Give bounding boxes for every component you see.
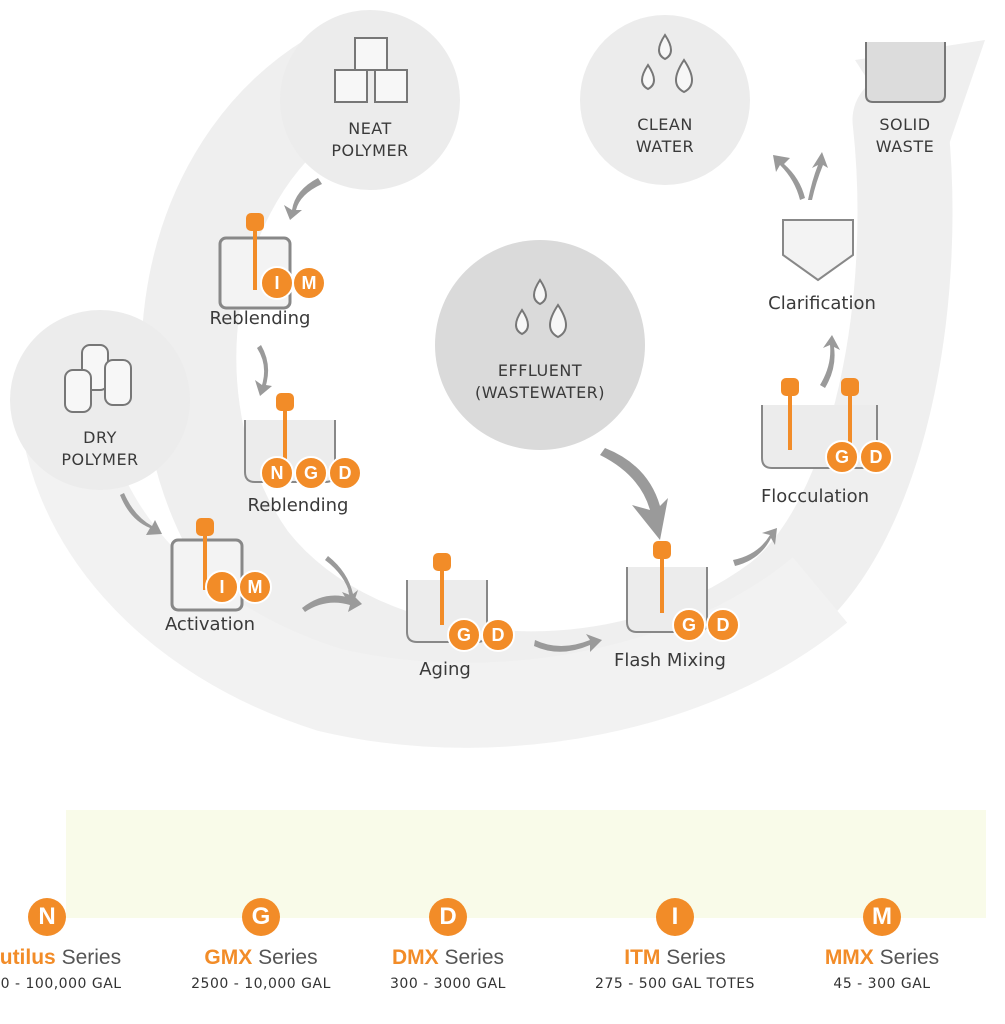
legend-item-itm: I ITM Series 275 - 500 GAL TOTES bbox=[580, 898, 770, 992]
badge-M: M bbox=[292, 266, 326, 300]
legend-item-nautilus: N Nautilus Series 2500 - 100,000 GAL bbox=[0, 898, 142, 992]
legend-series-name: Nautilus bbox=[0, 946, 56, 969]
flow-band-lower bbox=[17, 378, 848, 748]
arrow-dry-to-activation bbox=[120, 493, 162, 535]
arrow-reblend-to-aging bbox=[325, 556, 358, 608]
legend-range: 275 - 500 GAL TOTES bbox=[595, 976, 755, 992]
legend-badge: G bbox=[242, 898, 280, 936]
legend-band bbox=[66, 810, 986, 918]
arrow-effluent-to-flash bbox=[600, 448, 668, 540]
badge-G: G bbox=[447, 618, 481, 652]
solid-waste-label: SOLID WASTE bbox=[855, 114, 955, 158]
badge-I: I bbox=[205, 570, 239, 604]
reblending-tank-label: Reblending bbox=[247, 495, 349, 516]
effluent-bubble bbox=[435, 240, 645, 450]
solid-waste-icon bbox=[865, 42, 946, 103]
badge-D: D bbox=[481, 618, 515, 652]
neat-polymer-line1: NEAT bbox=[348, 119, 392, 138]
legend-series-suffix: Series bbox=[873, 946, 940, 969]
badge-N: N bbox=[260, 456, 294, 490]
legend-badge: I bbox=[656, 898, 694, 936]
legend-series-suffix: Series bbox=[252, 946, 318, 969]
aging-label: Aging bbox=[419, 659, 471, 680]
legend-badge: D bbox=[429, 898, 467, 936]
neat-polymer-bubble bbox=[280, 10, 460, 190]
effluent-line2: (WASTEWATER) bbox=[474, 383, 606, 402]
badge-G: G bbox=[294, 456, 328, 490]
dry-polymer-line1: DRY bbox=[83, 428, 117, 447]
legend-badge: M bbox=[863, 898, 901, 936]
arrow-flash-to-floc bbox=[733, 528, 777, 566]
flash-mixing-label: Flash Mixing bbox=[614, 650, 726, 671]
cylinder-icon bbox=[64, 344, 132, 413]
process-flow-diagram bbox=[10, 10, 985, 748]
legend-item-mmx: M MMX Series 45 - 300 GAL bbox=[787, 898, 977, 992]
arrow-clar-split bbox=[773, 152, 828, 200]
flow-arrows bbox=[120, 152, 840, 652]
arrow-aging-to-flash bbox=[534, 634, 602, 652]
legend-name: DMX Series bbox=[353, 946, 543, 970]
dry-polymer-label: DRY POLYMER bbox=[50, 427, 150, 471]
legend-series-suffix: Series bbox=[438, 946, 505, 969]
solid-waste-line2: WASTE bbox=[875, 137, 935, 156]
legend-series-name: ITM bbox=[624, 946, 661, 969]
solid-waste-line1: SOLID bbox=[879, 115, 931, 134]
legend-name: Nautilus Series bbox=[0, 946, 142, 970]
water-drops-icon bbox=[641, 33, 693, 94]
legend-item-dmx: D DMX Series 300 - 3000 GAL bbox=[353, 898, 543, 992]
clean-water-bubble bbox=[580, 15, 750, 185]
clarifier-icon bbox=[782, 219, 854, 282]
effluent-drops-icon bbox=[515, 278, 567, 339]
neat-polymer-label: NEAT POLYMER bbox=[320, 118, 420, 162]
arrow-reblend-to-tank bbox=[255, 345, 272, 396]
legend-range: 2500 - 100,000 GAL bbox=[0, 976, 122, 992]
clarification-label: Clarification bbox=[768, 293, 876, 314]
reblending-top-label: Reblending bbox=[209, 308, 311, 329]
legend-series-name: MMX bbox=[824, 946, 874, 969]
dry-polymer-line2: POLYMER bbox=[61, 450, 139, 469]
badge-D: D bbox=[859, 440, 893, 474]
legend-badge: N bbox=[28, 898, 66, 936]
legend-name: MMX Series bbox=[787, 946, 977, 970]
badge-M: M bbox=[238, 570, 272, 604]
arrow-activation-to-aging bbox=[302, 590, 362, 612]
legend-series-name: DMX bbox=[391, 946, 439, 969]
activation-label: Activation bbox=[164, 614, 256, 635]
cube-icon bbox=[334, 37, 408, 103]
legend-item-gmx: G GMX Series 2500 - 10,000 GAL bbox=[166, 898, 356, 992]
arrow-neat-to-reblend bbox=[284, 178, 322, 220]
badge-D: D bbox=[328, 456, 362, 490]
dry-polymer-bubble bbox=[10, 310, 190, 490]
badge-G: G bbox=[825, 440, 859, 474]
effluent-line1: EFFLUENT bbox=[497, 361, 583, 380]
neat-polymer-line2: POLYMER bbox=[331, 141, 409, 160]
legend-range: 2500 - 10,000 GAL bbox=[191, 976, 331, 992]
badge-G: G bbox=[672, 608, 706, 642]
effluent-label: EFFLUENT (WASTEWATER) bbox=[470, 360, 610, 404]
clean-water-line1: CLEAN bbox=[637, 115, 693, 134]
mixer-icons bbox=[196, 213, 859, 625]
legend-name: GMX Series bbox=[166, 946, 356, 970]
badge-D: D bbox=[706, 608, 740, 642]
legend-series-name: GMX bbox=[204, 946, 253, 969]
legend-series-suffix: Series bbox=[55, 946, 122, 969]
clean-water-line2: WATER bbox=[635, 137, 695, 156]
arrow-floc-to-clar bbox=[820, 335, 840, 388]
legend-range: 45 - 300 GAL bbox=[833, 976, 931, 992]
legend-name: ITM Series bbox=[580, 946, 770, 970]
legend-series-suffix: Series bbox=[660, 946, 726, 969]
clean-water-label: CLEAN WATER bbox=[615, 114, 715, 158]
flocculation-label: Flocculation bbox=[760, 486, 870, 507]
legend-range: 300 - 3000 GAL bbox=[390, 976, 506, 992]
badge-I: I bbox=[260, 266, 294, 300]
